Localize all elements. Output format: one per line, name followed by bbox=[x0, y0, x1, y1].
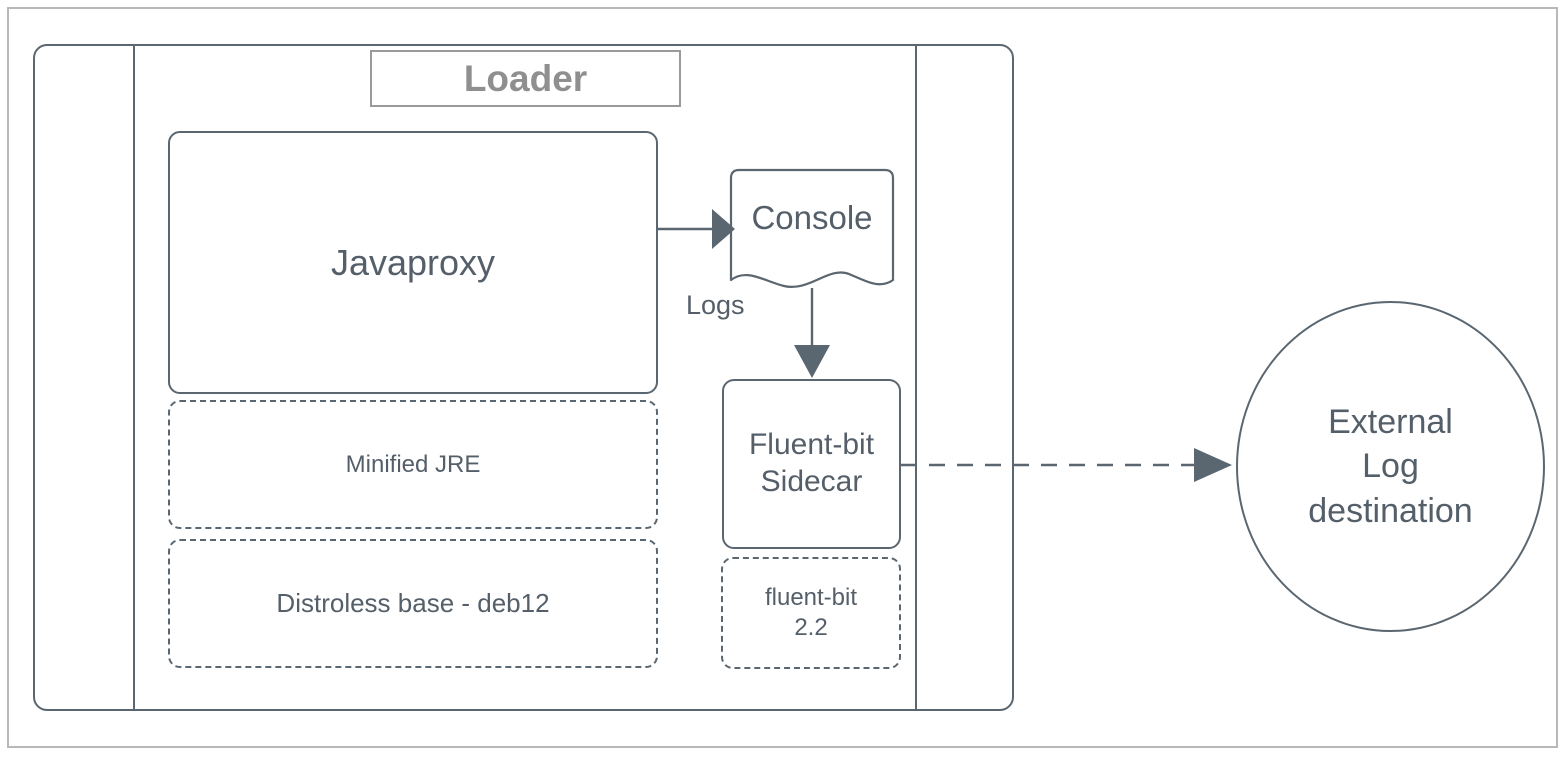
node-distroless-base-label: Distroless base - deb12 bbox=[276, 588, 550, 618]
node-fluentbit-version: fluent-bit 2.2 bbox=[721, 557, 901, 669]
node-external-line3: destination bbox=[1308, 491, 1473, 530]
loader-title-text: Loader bbox=[463, 57, 588, 99]
node-minified-jre: Minified JRE bbox=[168, 400, 658, 529]
pod-divider-right bbox=[915, 44, 917, 711]
node-console: Console bbox=[729, 168, 895, 296]
pod-divider-left bbox=[133, 44, 135, 711]
document-shape-icon bbox=[729, 168, 895, 288]
node-javaproxy-label: Javaproxy bbox=[330, 241, 496, 283]
edge-label-logs-text: Logs bbox=[686, 290, 745, 320]
node-external-log-destination: External Log destination bbox=[1236, 301, 1545, 632]
node-fluentbit-sidecar-line1: Fluent-bit bbox=[748, 428, 875, 462]
node-console-label-wrap: Console bbox=[729, 168, 895, 268]
node-console-label: Console bbox=[751, 199, 873, 236]
node-external-line1: External bbox=[1328, 403, 1453, 442]
node-distroless-base: Distroless base - deb12 bbox=[168, 539, 658, 668]
node-fluentbit-version-line1: fluent-bit bbox=[764, 584, 858, 611]
node-fluentbit-sidecar-label: Fluent-bit Sidecar bbox=[749, 427, 874, 500]
node-external-log-destination-label: External Log destination bbox=[1308, 400, 1472, 533]
node-fluentbit-sidecar: Fluent-bit Sidecar bbox=[722, 379, 901, 549]
node-fluentbit-version-line2: 2.2 bbox=[794, 614, 828, 641]
page-border bbox=[7, 7, 1558, 748]
edge-label-logs: Logs bbox=[686, 290, 745, 321]
node-fluentbit-sidecar-line2: Sidecar bbox=[760, 465, 863, 498]
node-external-line2: Log bbox=[1362, 447, 1419, 486]
node-javaproxy: Javaproxy bbox=[168, 131, 658, 394]
loader-title-label: Loader bbox=[370, 50, 681, 107]
node-minified-jre-label: Minified JRE bbox=[345, 450, 481, 478]
node-fluentbit-version-label: fluent-bit 2.2 bbox=[765, 583, 857, 643]
